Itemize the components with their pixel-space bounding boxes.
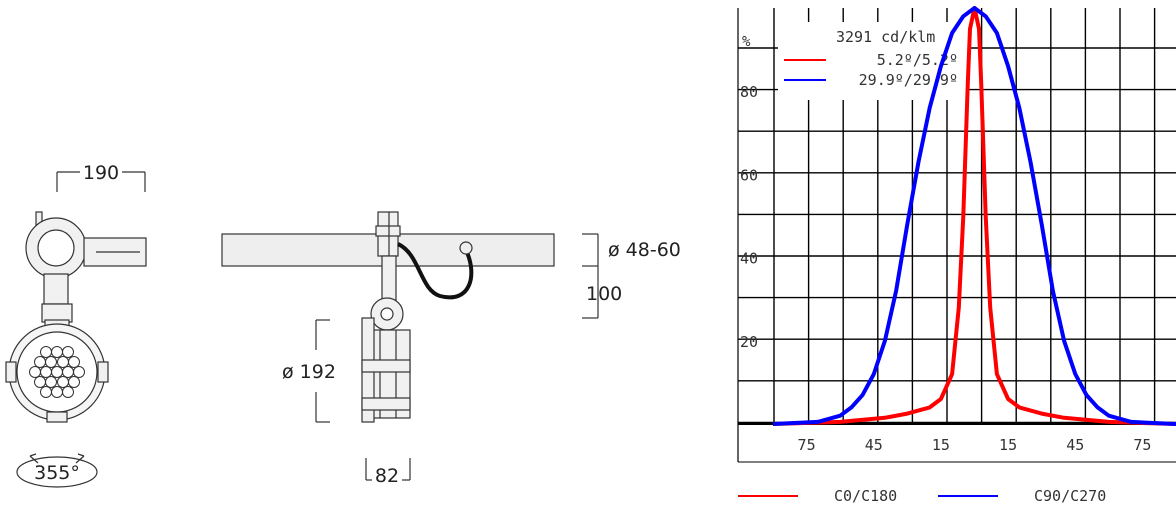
y-unit-label: %	[742, 34, 751, 50]
dim-rotation: 355°	[34, 462, 80, 484]
x-tick-label-5: 75	[1133, 436, 1151, 454]
luminaire-drawing: 190 ø 48-60 100 ø 192 82 355°	[5, 162, 681, 488]
x-tick-label-0: 75	[798, 436, 816, 454]
bottom-legend-label-1: C90/C270	[1034, 487, 1106, 505]
x-tick-label-1: 45	[865, 436, 883, 454]
side-dimensions	[315, 233, 599, 481]
x-tick-label-4: 45	[1066, 436, 1084, 454]
front-clamp	[25, 211, 147, 323]
legend-intensity: 3291 cd/klm	[836, 28, 935, 46]
intensity-chart-svg: 20 40 60 80% 75 45 15 15 45 75 3291 cd/klm 5.2º/5.2…	[737, 6, 1176, 505]
rotation-arrows-icon	[16, 453, 98, 488]
y-tick-label-60: 60	[740, 166, 758, 184]
dim-lamp-diameter: ø 192	[282, 361, 336, 383]
cable-gland	[459, 241, 473, 255]
bottom-legend-label-0: C0/C180	[834, 487, 897, 505]
front-width-dimension	[56, 171, 146, 192]
led-array	[29, 346, 85, 398]
series-line-C90-C270	[772, 6, 1176, 426]
y-tick-label-80: 80	[740, 83, 758, 101]
power-cable	[397, 242, 474, 300]
dim-tube-diameter: ø 48-60	[608, 239, 681, 261]
dim-width-front: 190	[83, 162, 119, 184]
y-tick-label-40: 40	[740, 250, 758, 268]
y-tick-label-20: 20	[740, 333, 758, 351]
x-tick-label-2: 15	[932, 436, 950, 454]
x-tick-label-3: 15	[999, 436, 1017, 454]
dim-height-offset: 100	[586, 283, 622, 305]
photometric-chart: 20 40 60 80% 75 45 15 15 45 75 3291 cd/klm 5.2º/5.2…	[730, 0, 1176, 511]
legend-label-0: 5.2º/5.2º	[877, 51, 958, 69]
legend-label-1: 29.9º/29.9º	[859, 71, 958, 89]
side-clamp	[370, 211, 404, 331]
side-lamp-body	[361, 317, 411, 423]
front-lamp-head	[5, 319, 109, 423]
dim-depth: 82	[375, 465, 399, 487]
